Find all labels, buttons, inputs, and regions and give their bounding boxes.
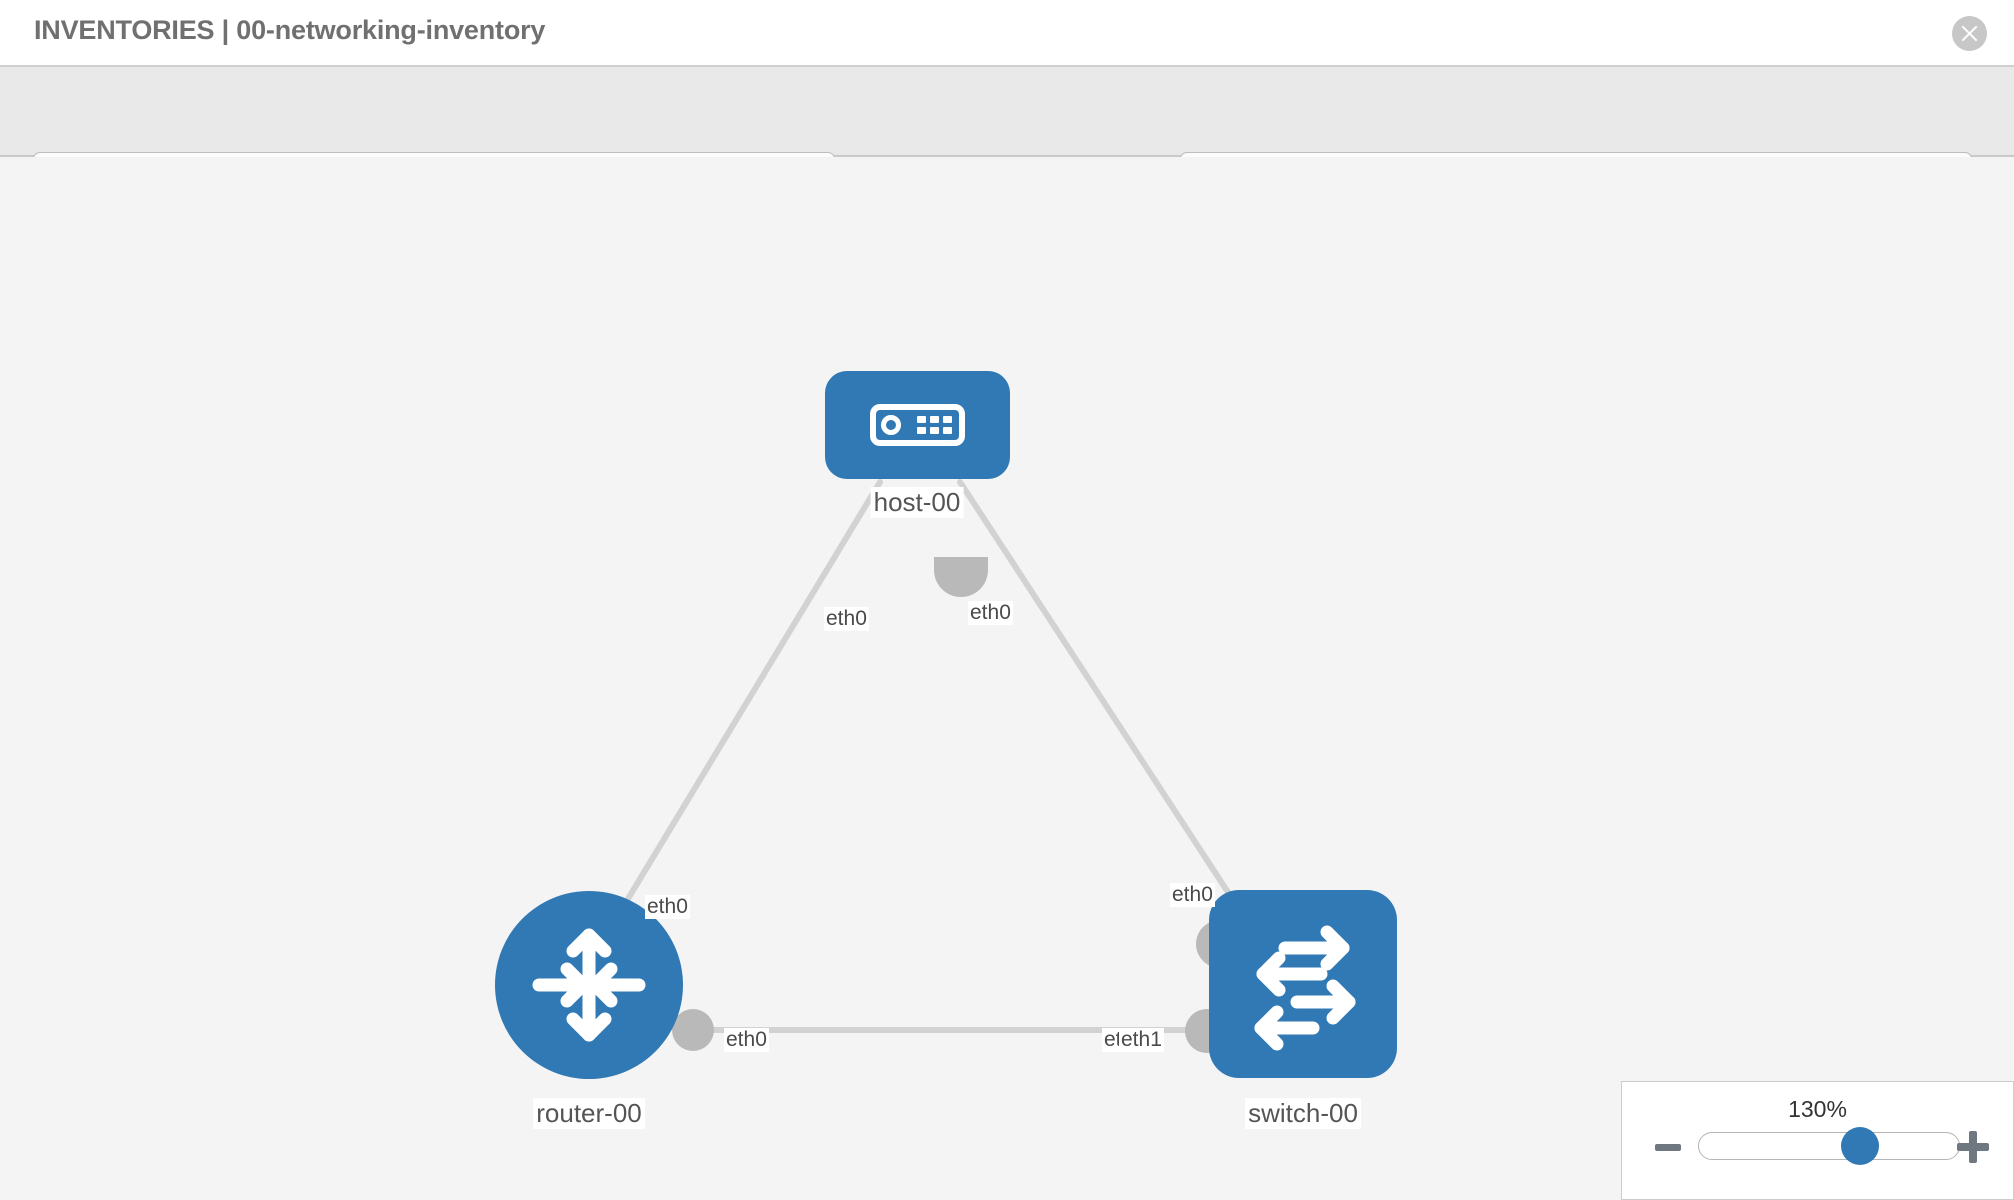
edge-label-host-left-eth0: eth0 <box>824 607 869 631</box>
link-host-switch <box>957 479 1255 932</box>
node-router-00[interactable] <box>495 891 683 1079</box>
node-host-00-tile <box>825 371 1010 479</box>
page-header: INVENTORIES | 00-networking-inventory <box>0 0 2014 67</box>
node-switch-00[interactable] <box>1209 890 1397 1078</box>
topology-canvas[interactable]: host-00 router-00 switch-00 eth0 eth0 et… <box>0 157 2014 1200</box>
edge-label-router-up-eth0: eth0 <box>645 895 690 919</box>
switch-arrows-icon <box>1254 925 1356 1051</box>
edge-label-router-right-eth0: eth0 <box>724 1028 769 1052</box>
node-host-00[interactable] <box>825 371 1010 479</box>
zoom-percent-label: 130% <box>1788 1096 1847 1122</box>
node-label-switch-00: switch-00 <box>1245 1098 1361 1129</box>
edge-label-host-right-eth0: eth0 <box>968 601 1013 625</box>
link-host-router <box>614 479 883 920</box>
zoom-control: 130% <box>1621 1081 2014 1200</box>
edge-label-switch-left-eth1: eth1 <box>1119 1028 1164 1052</box>
plus-icon[interactable] <box>1957 1131 1989 1163</box>
close-icon[interactable] <box>1952 16 1987 51</box>
port-nub-router-right[interactable] <box>672 1009 714 1051</box>
page-title: INVENTORIES | 00-networking-inventory <box>34 15 546 45</box>
router-arrows-icon <box>532 928 646 1042</box>
server-icon <box>870 404 965 446</box>
toolbar: ACTIONS SEARCH <box>0 67 2014 208</box>
node-switch-00-tile <box>1209 890 1397 1078</box>
node-label-host-00: host-00 <box>870 487 964 518</box>
minus-icon[interactable] <box>1655 1144 1681 1151</box>
zoom-slider-thumb[interactable] <box>1841 1127 1880 1165</box>
zoom-slider-track[interactable] <box>1698 1127 1960 1165</box>
node-label-router-00: router-00 <box>533 1098 645 1129</box>
edge-label-switch-up-eth0: eth0 <box>1170 883 1215 907</box>
topology-links <box>614 479 1255 1033</box>
